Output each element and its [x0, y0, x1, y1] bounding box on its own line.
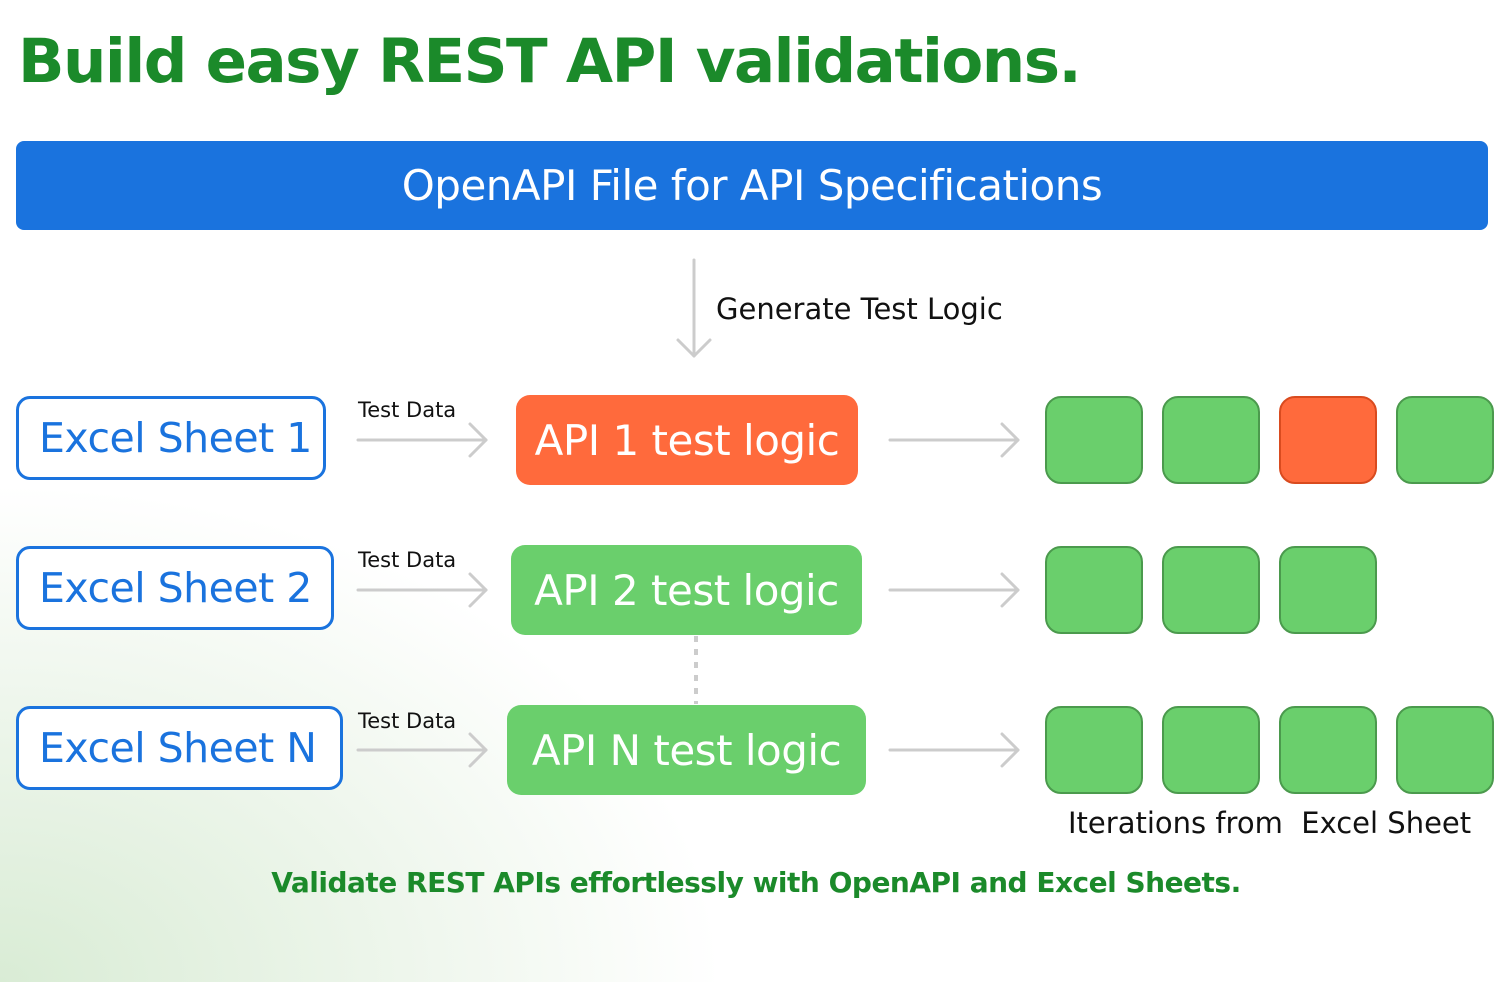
test-data-label-2: Test Data — [358, 548, 457, 572]
test-data-label-1: Test Data — [358, 398, 457, 422]
iteration-tile — [1279, 546, 1377, 634]
iteration-tile — [1396, 706, 1494, 794]
openapi-spec-bar: OpenAPI File for API Specifications — [16, 141, 1488, 230]
footer-tagline: Validate REST APIs effortlessly with Ope… — [271, 866, 1241, 899]
api-n-test-logic: API N test logic — [507, 705, 866, 795]
iteration-tile — [1279, 706, 1377, 794]
generate-arrow-head — [676, 338, 712, 358]
iteration-tile — [1396, 396, 1494, 484]
excel-sheet-1: Excel Sheet 1 — [16, 396, 326, 480]
api-2-test-logic: API 2 test logic — [511, 545, 862, 635]
page-title: Build easy REST API validations. — [18, 26, 1082, 97]
iteration-tile — [1162, 396, 1260, 484]
iteration-tile — [1045, 396, 1143, 484]
generate-test-logic-label: Generate Test Logic — [716, 292, 1003, 326]
test-data-label-3: Test Data — [358, 709, 457, 733]
iteration-tile — [1045, 706, 1143, 794]
iteration-tile — [1045, 546, 1143, 634]
iteration-tile-failed — [1279, 396, 1377, 484]
iteration-tile — [1162, 706, 1260, 794]
iteration-tile — [1162, 546, 1260, 634]
excel-sheet-n: Excel Sheet N — [16, 706, 343, 790]
excel-sheet-2: Excel Sheet 2 — [16, 546, 334, 630]
openapi-spec-label: OpenAPI File for API Specifications — [401, 161, 1103, 210]
api-1-test-logic: API 1 test logic — [516, 395, 858, 485]
iterations-label: Iterations from Excel Sheet — [1068, 806, 1472, 840]
